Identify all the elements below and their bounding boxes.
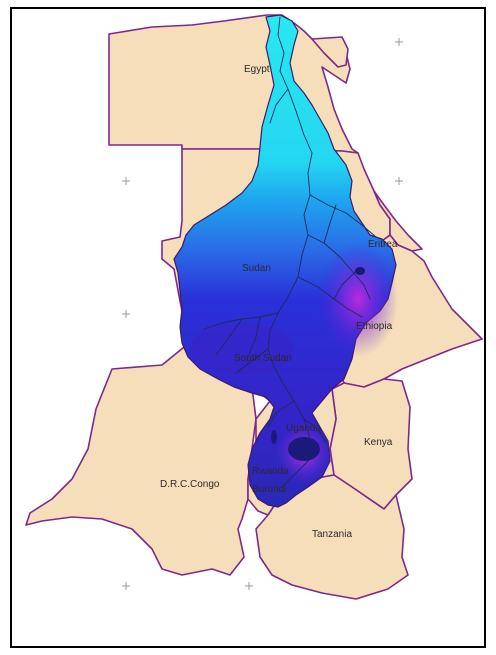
label-eritrea: Eritrea (368, 239, 398, 250)
tributary-4 (333, 270, 357, 300)
country-tanzania (255, 474, 409, 600)
tributary-1 (215, 318, 243, 356)
map-frame: Egypt Sudan South Sudan Eritrea Ethiopia… (10, 7, 486, 648)
main-nile (267, 16, 313, 462)
lakes (271, 267, 365, 461)
label-ethiopia: Ethiopia (356, 321, 393, 332)
tributary-2 (247, 316, 261, 358)
nile-basin (173, 14, 398, 508)
south-sudan-shade (190, 323, 294, 375)
tributary-6 (269, 88, 289, 124)
lake-albert (271, 430, 277, 444)
nile-basin-map: Egypt Sudan South Sudan Eritrea Ethiopia… (25, 14, 483, 600)
label-south-sudan: South Sudan (234, 353, 292, 364)
label-sudan: Sudan (242, 263, 271, 274)
basin-area (173, 14, 397, 508)
label-burundi: Burundi (252, 484, 286, 495)
country-sinai (311, 36, 349, 68)
label-kenya: Kenya (364, 437, 393, 448)
label-egypt: Egypt (244, 64, 270, 75)
tributary-9 (281, 460, 309, 488)
tributary-3 (235, 348, 269, 374)
atbara-river (309, 194, 377, 238)
country-labels: Egypt Sudan South Sudan Eritrea Ethiopia… (160, 64, 398, 540)
ethiopian-highlands-shade (318, 241, 398, 357)
label-rwanda: Rwanda (252, 466, 289, 477)
lake-tana (355, 267, 365, 275)
label-drc: D.R.C.Congo (160, 479, 220, 490)
tributary-8 (267, 400, 295, 428)
lake-victoria (288, 437, 320, 461)
blue-nile (307, 234, 371, 300)
label-tanzania: Tanzania (312, 529, 352, 540)
label-uganda: Uganda (286, 423, 321, 434)
river-network (203, 16, 377, 488)
tributary-7 (303, 418, 327, 444)
tributary-5 (323, 204, 337, 244)
